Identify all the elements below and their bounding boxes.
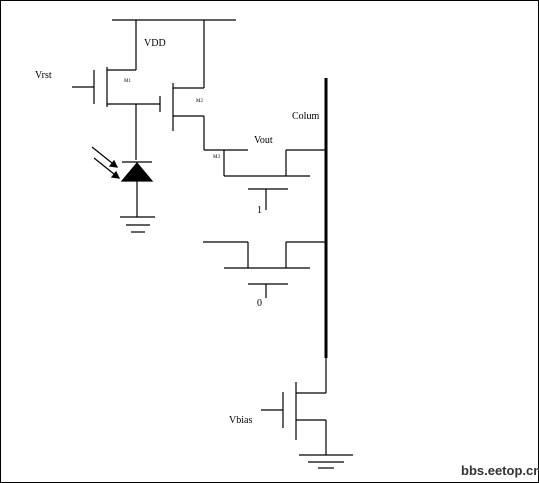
vdd-label: VDD — [144, 38, 166, 49]
m2-label: M2 — [196, 99, 203, 104]
m3-label: M3 — [213, 155, 220, 160]
light-arrows-icon — [91, 146, 121, 179]
bias-transistor — [261, 358, 327, 455]
row-select-transistor-1 — [223, 149, 326, 210]
row-select-transistor-0 — [203, 241, 326, 298]
row-select-0-label: 0 — [257, 298, 262, 309]
photodiode — [120, 161, 154, 217]
vdd-rail — [112, 19, 236, 88]
row-select-1-label: 1 — [257, 205, 262, 216]
m1-label: M1 — [124, 79, 131, 84]
watermark-text: bbs.eetop.cn — [461, 463, 539, 478]
reset-transistor — [72, 67, 137, 160]
vrst-label: Vrst — [35, 70, 52, 81]
column-label: Colum — [292, 111, 319, 122]
bias-ground-symbol — [299, 454, 353, 469]
ground-symbol — [120, 216, 155, 233]
vbias-label: Vbias — [229, 415, 252, 426]
vout-label: Vout — [254, 135, 273, 146]
source-follower-transistor — [136, 83, 248, 151]
